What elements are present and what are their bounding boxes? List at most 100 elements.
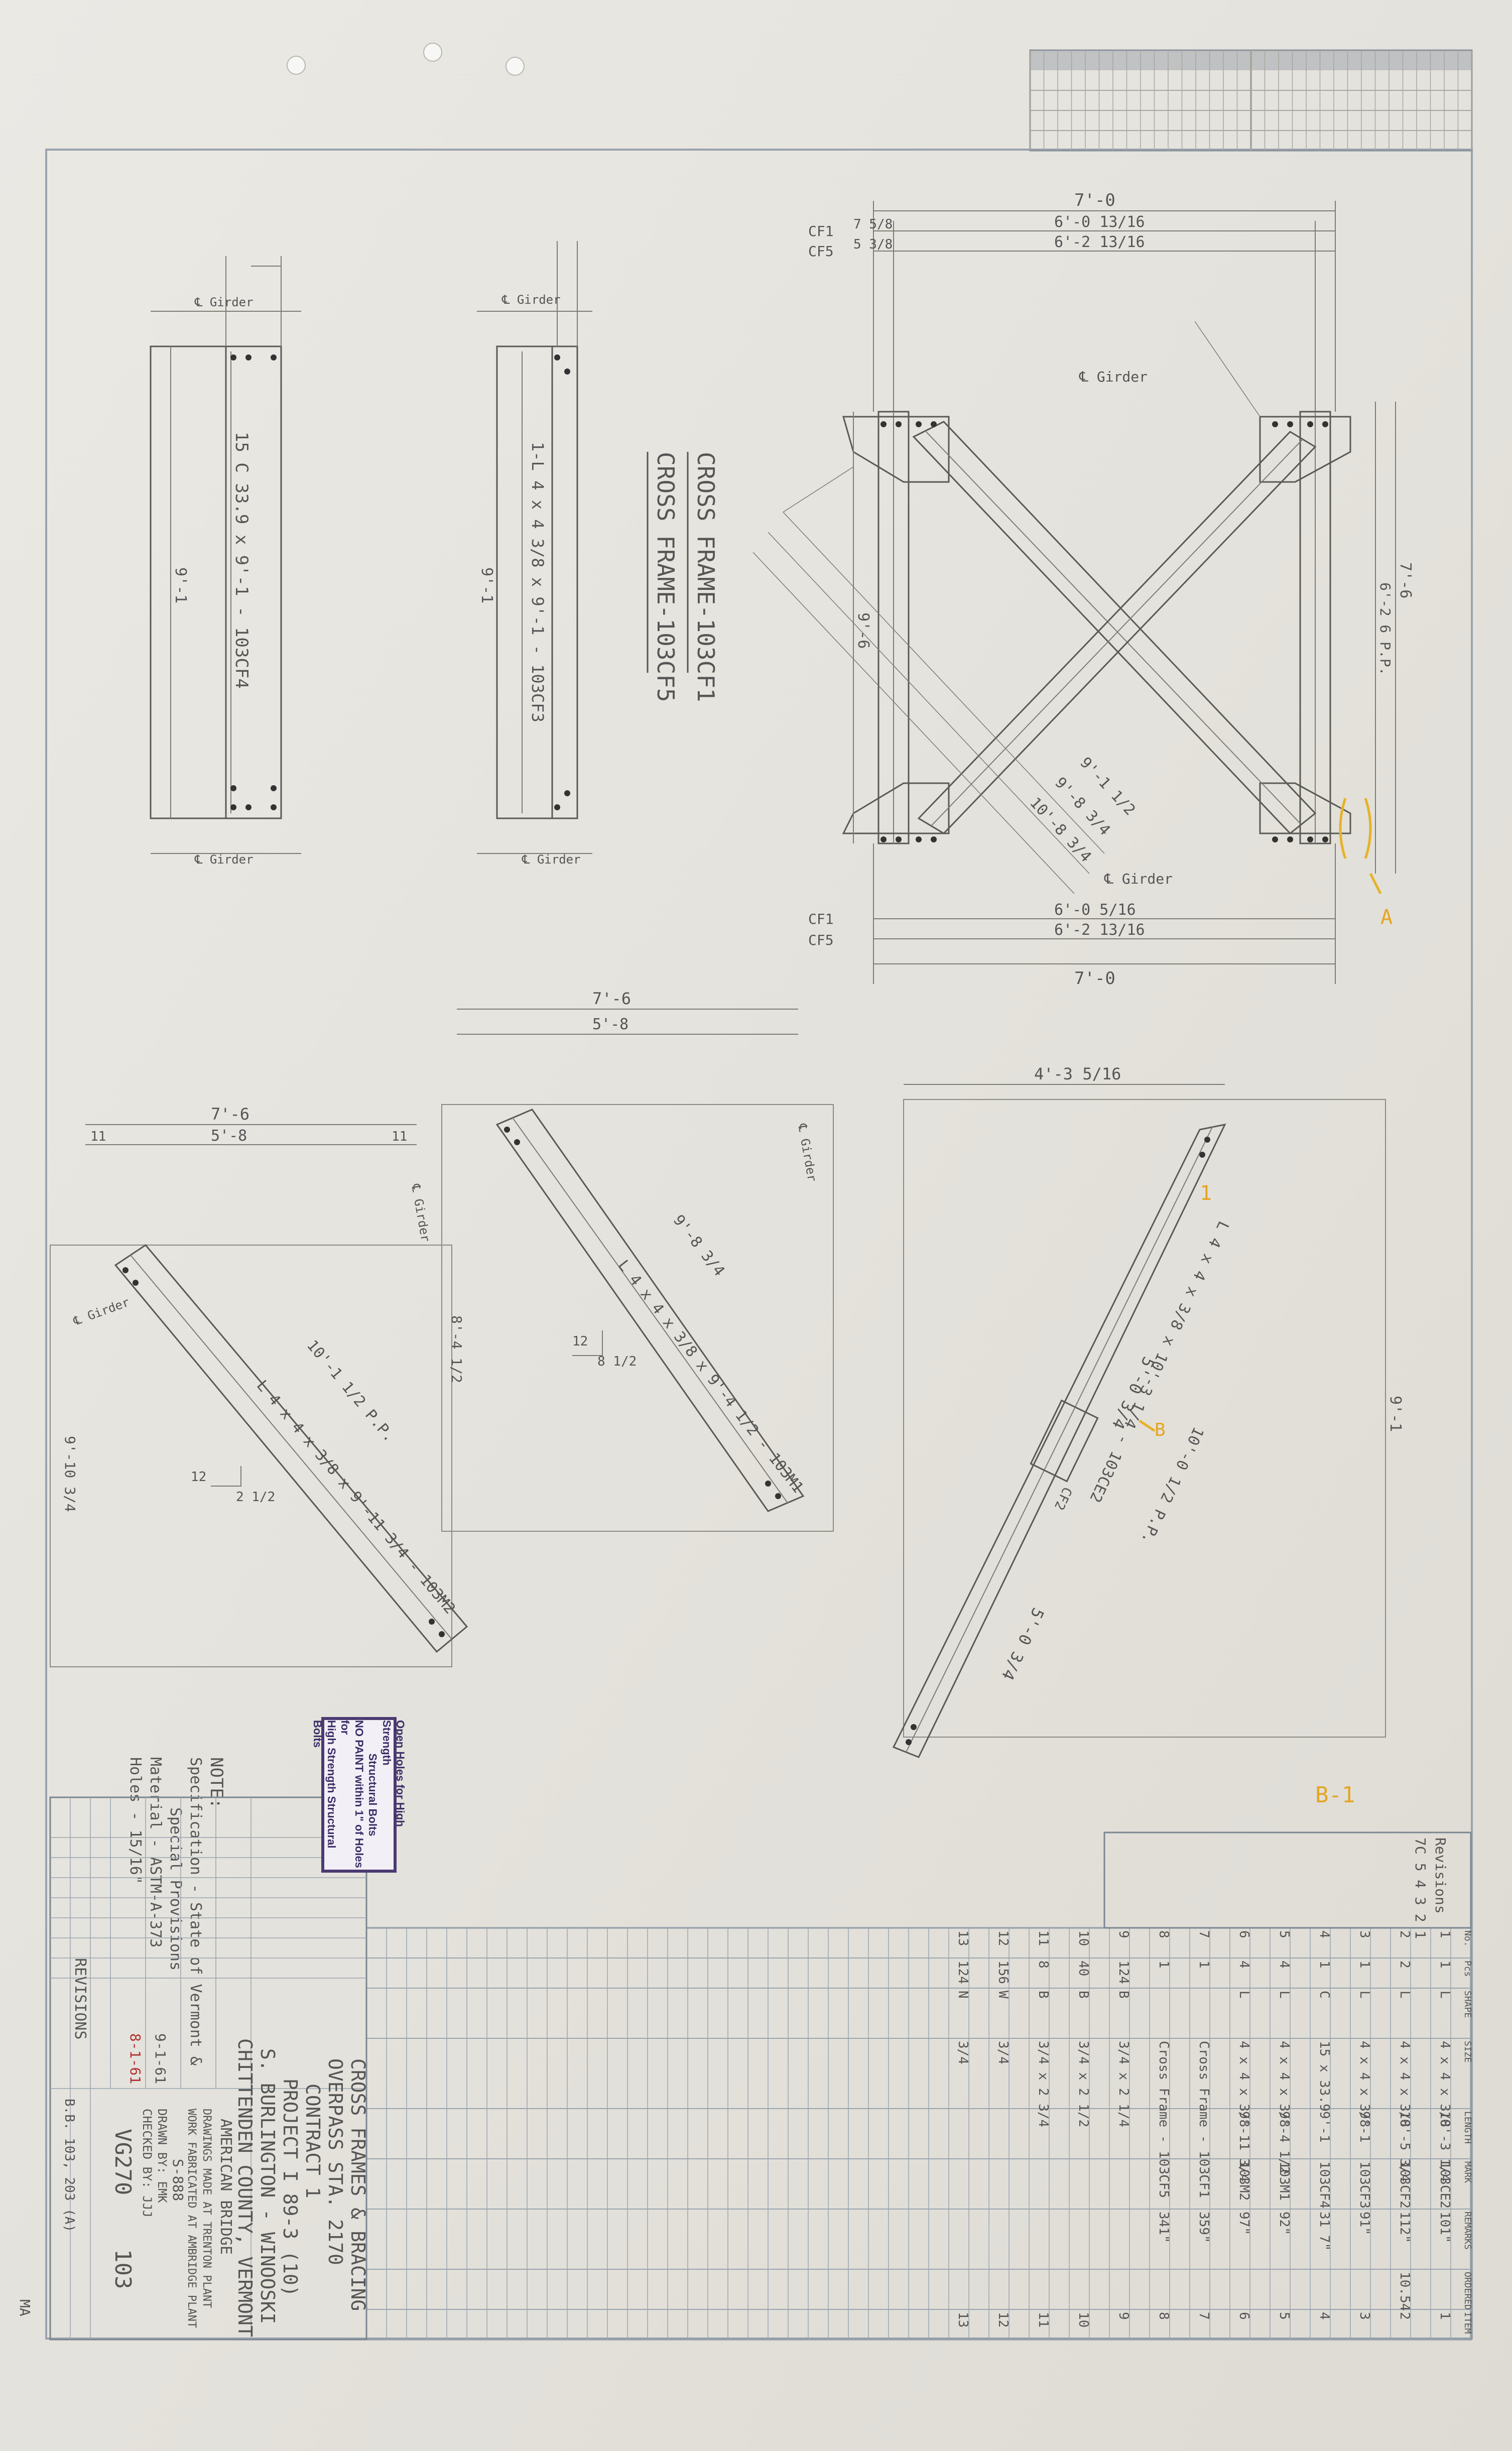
- dim-label: 7'-0: [1074, 190, 1115, 210]
- bill-cell: B: [1116, 1991, 1131, 1999]
- revisions-label: REVISIONS: [71, 1958, 89, 2040]
- dim-label: 6'-2 13/16: [1054, 921, 1145, 939]
- dim-label: 9'-1: [478, 567, 495, 603]
- dim-label: 9'-1: [172, 567, 189, 603]
- elevation-103cf3: ℄ Girder ℄ Girder 1-L 4 x 4 3/8 x 9'-1 -…: [477, 241, 592, 867]
- member-label: 15 C 33.9 x 9'-1 - 103CF4: [231, 432, 251, 689]
- cf1-label: CF1: [808, 911, 834, 927]
- bill-header: REMARKS: [1462, 2212, 1473, 2250]
- revisions-header: Revisions: [1432, 1837, 1449, 1914]
- bill-header: ITEM: [1462, 2312, 1473, 2334]
- revision-date: 9-1-61: [152, 2033, 169, 2084]
- dim-label: 11: [90, 1129, 106, 1144]
- bill-header: Pcs: [1462, 1960, 1473, 1977]
- slope-label: 2 1/2: [236, 1490, 275, 1505]
- bill-cell: 10: [1076, 2312, 1091, 2327]
- punch-hole: [423, 43, 442, 62]
- bill-cell: 13: [955, 2312, 970, 2327]
- bill-cell: L: [1397, 1991, 1412, 1999]
- bill-cell: 4: [1317, 2312, 1332, 2320]
- bill-cell: L: [1277, 1991, 1292, 1999]
- title-line: CHITTENDEN COUNTY, VERMONT: [234, 2038, 256, 2337]
- title-line: S. BURLINGTON - WINOOSKI: [257, 2048, 279, 2324]
- slope-label: 8 1/2: [597, 1354, 637, 1369]
- bill-cell: 5: [1277, 1930, 1292, 1938]
- annotation-b: B: [1155, 1420, 1166, 1440]
- bill-cell: 359": [1196, 2212, 1211, 2243]
- frame-title: CROSS FRAME-103CF1: [692, 452, 719, 702]
- slope-label: 12: [572, 1334, 588, 1349]
- bill-cell: 4 x 4 x 3/8: [1397, 2041, 1412, 2127]
- dim-label: 9'-10 3/4: [62, 1436, 78, 1512]
- bill-cell: 101": [1437, 2212, 1452, 2243]
- bill-cell: 124: [955, 1960, 970, 1984]
- bill-cell: 9: [1116, 2312, 1131, 2320]
- note-heading: NOTE:: [206, 1757, 226, 1808]
- bill-cell: 97": [1236, 2212, 1251, 2235]
- bill-header: SIZE: [1462, 2041, 1473, 2062]
- dim-label: 7'-0: [1074, 968, 1115, 989]
- bill-cell: 4 x 4 x 3/8: [1357, 2041, 1372, 2127]
- bill-cell: L: [1357, 1991, 1372, 1999]
- annotation-1: 1: [1200, 1182, 1212, 1205]
- dim-label: 7 5/8: [853, 217, 893, 232]
- bill-cell: 3: [1357, 1930, 1372, 1938]
- bill-cell: 112": [1397, 2212, 1412, 2243]
- bill-cell: 9'-1: [1317, 2111, 1332, 2143]
- bill-cell: 3/4 x 2 1/2: [1076, 2041, 1091, 2127]
- bill-cell: Cross Frame - 103CF5: [1156, 2041, 1171, 2198]
- dim-label: 8'-4 1/2: [448, 1315, 465, 1383]
- elevation-103cf4: ℄ Girder ℄ Girder 15 C 33.9 x 9'-1 - 103…: [150, 256, 301, 867]
- frame-title-sub: CROSS FRAME-103CF5: [652, 452, 679, 702]
- dim-label: 6'-2 13/16: [1054, 233, 1145, 251]
- dim-label: 11: [392, 1129, 407, 1144]
- bill-cell: 6: [1236, 1930, 1251, 1938]
- girder-label: ℄ Girder: [1104, 871, 1173, 887]
- bill-header: No.: [1462, 1930, 1473, 1947]
- bill-cell: 3/4: [955, 2041, 970, 2064]
- bill-cell: 103CF3: [1357, 2161, 1372, 2209]
- bill-cell: 1: [1437, 1930, 1452, 1938]
- notes: NOTE: Specification - State of Vermont &…: [127, 1757, 226, 2065]
- bill-cell: 10.54: [1397, 2272, 1412, 2311]
- punch-hole: [506, 57, 525, 76]
- high-strength-bolt-stamp: Open Holes for High Strength Structural …: [311, 1717, 407, 1873]
- bill-cell: W: [995, 1991, 1011, 1999]
- title-block: REVISIONS 8-1-61 9-1-61 CROSS FRAMES & B…: [17, 1796, 369, 2341]
- bill-cell: 4: [1277, 1960, 1292, 1969]
- bill-cell: 341": [1156, 2212, 1171, 2243]
- bill-cell: 2: [1397, 1960, 1412, 1969]
- bill-cell: 9'-4 1/2: [1277, 2111, 1292, 2174]
- dim-label: 7'-6: [211, 1105, 249, 1124]
- girder-label: ℄ Girder: [1079, 369, 1148, 385]
- dim-label: 6'-0 5/16: [1054, 901, 1136, 919]
- plant-label: DRAWINGS MADE AT TRENTON PLANT: [200, 2109, 213, 2308]
- bill-cell: 9'-1: [1357, 2111, 1372, 2143]
- bill-cell: 40: [1076, 1960, 1091, 1976]
- top-grid: [1029, 49, 1473, 152]
- company-name: AMERICAN BRIDGE: [217, 2119, 234, 2255]
- bill-cell: 103CF2: [1397, 2161, 1412, 2209]
- bill-cell: 124: [1116, 1960, 1131, 1984]
- annotation-a: A: [1380, 906, 1393, 929]
- bill-cell: B: [1036, 1991, 1051, 1999]
- bill-cell: 2: [1397, 1930, 1412, 1938]
- bill-cell: 11: [1036, 1930, 1051, 1946]
- dim-label: 7'-6: [1397, 562, 1414, 598]
- bill-cell: 7: [1196, 2312, 1211, 2320]
- bill-cell: 4 x 4 x 3/8: [1277, 2041, 1292, 2127]
- bill-header: LENGTH: [1462, 2111, 1473, 2144]
- stamp-line: High Strength Structural Bolts: [311, 1720, 338, 1849]
- bill-cell: 8: [1156, 1930, 1171, 1938]
- bill-header: MARK: [1462, 2161, 1473, 2183]
- bill-cell: 103CF4: [1317, 2161, 1332, 2209]
- sheet-number: 103: [110, 2249, 136, 2289]
- dim-label: 9'-6: [854, 612, 872, 649]
- revision-date: 8-1-61: [127, 2033, 144, 2084]
- bill-cell: 4: [1317, 1930, 1332, 1938]
- bill-cell: 6: [1236, 2312, 1251, 2320]
- girder-label: ℄ Girder: [194, 295, 254, 309]
- punch-hole: [287, 56, 306, 75]
- cf1-label: CF1: [808, 223, 834, 239]
- frame-titles: CROSS FRAME-103CF1 CROSS FRAME-103CF5: [647, 452, 719, 702]
